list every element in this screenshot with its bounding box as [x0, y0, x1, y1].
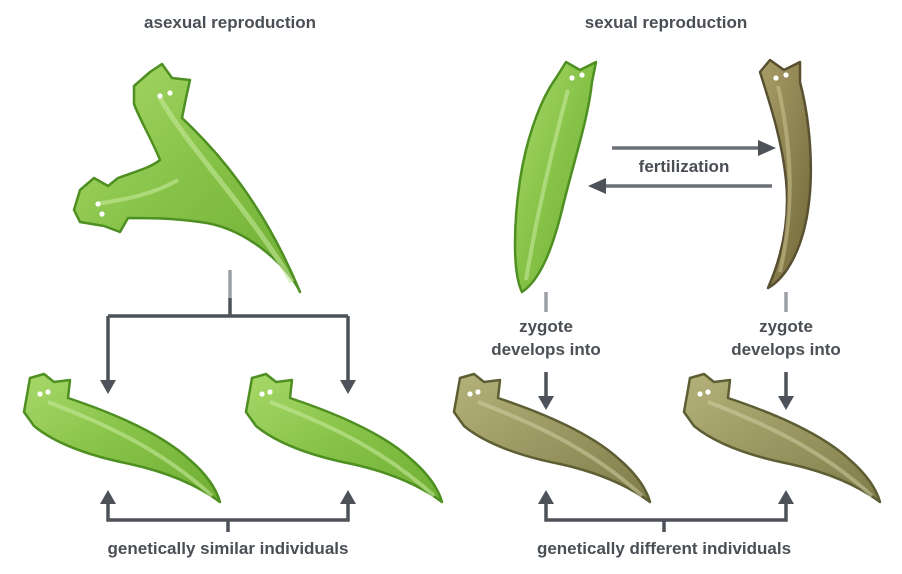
asexual-split-arrows	[100, 270, 356, 394]
planarian-icon	[682, 372, 882, 504]
planarian-icon	[513, 60, 598, 294]
zygote-arrows	[538, 292, 794, 410]
planarian-icon	[22, 372, 222, 504]
fertilization-label: fertilization	[638, 157, 730, 176]
asexual-title: asexual reproduction	[144, 13, 316, 32]
fertilization-arrows	[588, 140, 776, 194]
sexual-bottom-bracket	[538, 490, 794, 532]
zygote-label-right-line2: develops into	[731, 339, 841, 359]
planarian-icon	[244, 372, 444, 504]
asexual-bottom-label: genetically similar individuals	[107, 539, 349, 558]
zygote-label-left: zygote develops into	[466, 316, 626, 362]
planarian-icon	[452, 372, 652, 504]
zygote-label-left-line1: zygote	[519, 317, 573, 336]
sexual-bottom-label: genetically different individuals	[536, 539, 792, 558]
zygote-label-right: zygote develops into	[706, 316, 866, 362]
sexual-title: sexual reproduction	[584, 13, 748, 32]
planarian-dividing-icon	[72, 62, 302, 294]
zygote-label-right-line1: zygote	[759, 317, 813, 336]
planarian-icon	[758, 58, 813, 290]
asexual-bottom-bracket	[100, 490, 356, 532]
zygote-label-left-line2: develops into	[491, 339, 601, 359]
